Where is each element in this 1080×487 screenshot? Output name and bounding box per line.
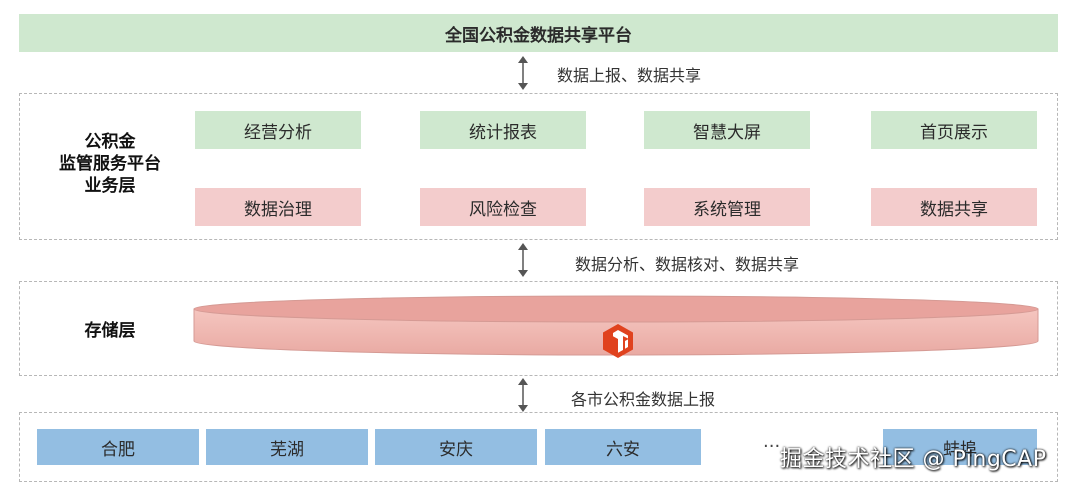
double-arrow-icon <box>518 243 528 277</box>
national-platform-label: 全国公积金数据共享平台 <box>445 25 632 46</box>
cities-layer-frame <box>19 412 1058 482</box>
double-arrow-icon <box>518 378 528 412</box>
module-business-analysis: 经营分析 <box>195 111 361 149</box>
watermark-text: 掘金技术社区 @ PingCAP <box>780 447 1047 472</box>
module-smart-screen: 智慧大屏 <box>644 111 810 149</box>
module-risk-check: 风险检查 <box>420 188 586 226</box>
cities-ellipsis: ··· <box>763 436 781 457</box>
module-home-display: 首页展示 <box>871 111 1037 149</box>
business-layer-title-line3: 业务层 <box>84 176 136 196</box>
arrow-label-city-report: 各市公积金数据上报 <box>571 390 716 409</box>
national-platform-bar: 全国公积金数据共享平台 <box>19 14 1058 52</box>
arrow-label-report-share: 数据上报、数据共享 <box>557 66 702 85</box>
business-layer-title: 公积金 监管服务平台 业务层 <box>40 131 180 197</box>
arrow-label-analysis-check-share: 数据分析、数据核对、数据共享 <box>575 255 800 274</box>
tidb-logo-icon <box>603 324 633 358</box>
storage-layer-frame <box>19 281 1058 376</box>
business-layer-title-line2: 监管服务平台 <box>59 154 161 174</box>
module-system-management: 系统管理 <box>644 188 810 226</box>
city-bengbu: 蚌埠 <box>883 429 1037 465</box>
business-layer-title-line1: 公积金 <box>84 132 136 152</box>
double-arrow-icon <box>518 56 528 90</box>
module-data-sharing: 数据共享 <box>871 188 1037 226</box>
module-data-governance: 数据治理 <box>195 188 361 226</box>
city-anqing: 安庆 <box>375 429 537 465</box>
module-statistics-report: 统计报表 <box>420 111 586 149</box>
city-hefei: 合肥 <box>37 429 199 465</box>
city-wuhu: 芜湖 <box>206 429 368 465</box>
city-luan: 六安 <box>545 429 701 465</box>
business-layer-frame <box>19 93 1058 240</box>
storage-layer-title: 存储层 <box>84 321 136 341</box>
